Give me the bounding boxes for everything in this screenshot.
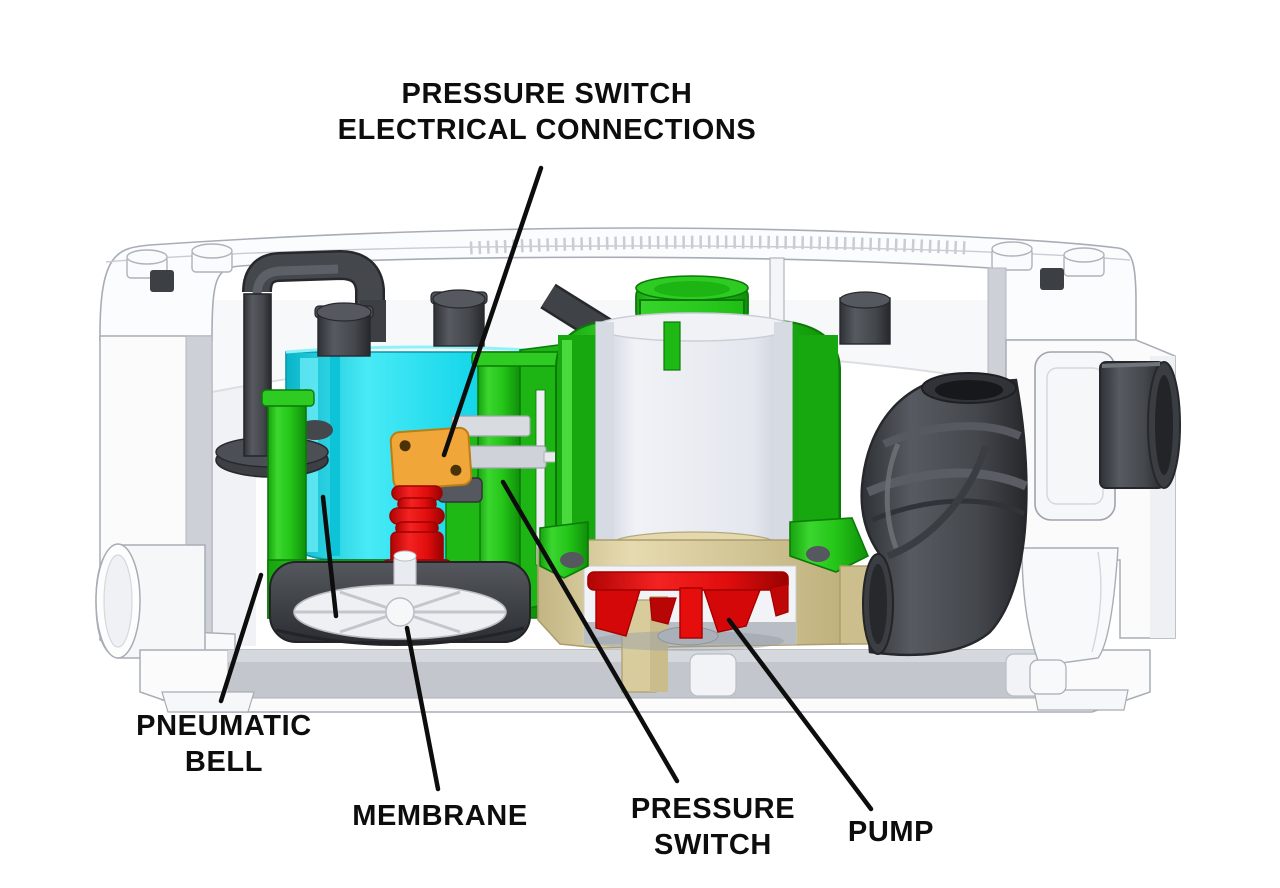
label-pneumatic-bell: PNEUMATIC BELL [136, 710, 312, 778]
vent-stub-a [314, 302, 374, 357]
label-membrane: MEMBRANE [352, 800, 528, 832]
electrical-connections-leader [441, 165, 544, 458]
motor [595, 312, 793, 545]
pneumatic-bell-leader [218, 572, 264, 704]
pressure-switch-leader [500, 479, 680, 784]
outlet-pocket [1021, 547, 1119, 695]
lid-clip-right [1040, 268, 1064, 290]
discharge-elbow [860, 372, 1028, 657]
lid-clip-left [150, 270, 174, 292]
vent-stub-b [430, 289, 488, 347]
pneumatic-bell-inner-leader [320, 494, 339, 619]
membrane-plate [293, 584, 507, 640]
inlet-socket [95, 543, 206, 659]
tank-right-wall [987, 267, 1181, 695]
label-pressure-switch: PRESSURE SWITCH [630, 793, 796, 861]
inlet-spout [1099, 361, 1181, 489]
membrane-leader [404, 625, 441, 792]
leader-lines [218, 165, 874, 812]
label-pump: PUMP [847, 816, 935, 848]
pump-impeller [587, 571, 789, 651]
label-pressure-switch-electrical-connections: PRESSURE SWITCH ELECTRICAL CONNECTIONS [337, 78, 757, 146]
cable-stub [839, 291, 891, 345]
pump-leader [726, 617, 874, 812]
membrane-assembly [269, 550, 531, 646]
